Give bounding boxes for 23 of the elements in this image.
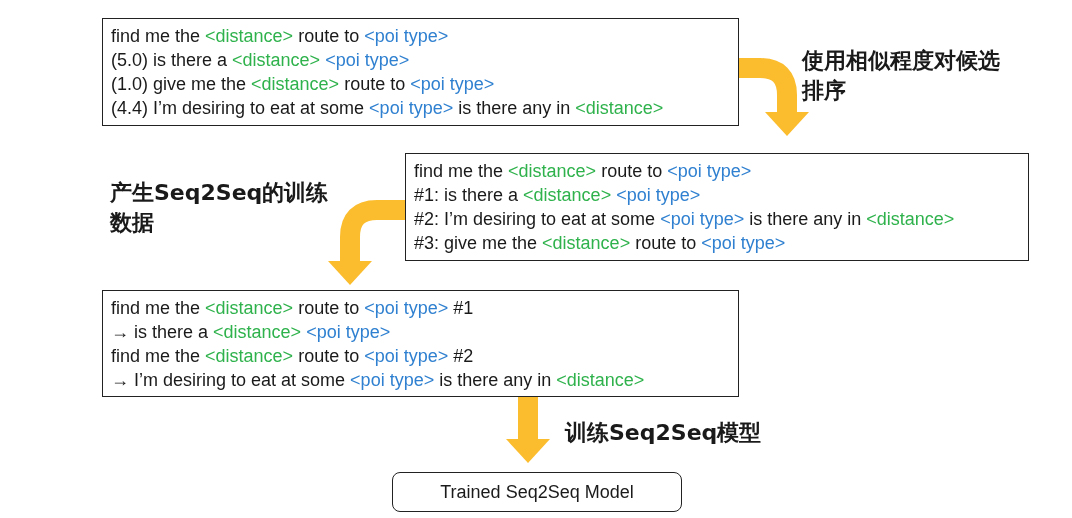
text-line: → I’m desiring to eat at some <poi type> is there any in <distance> [111, 368, 645, 392]
curved-arrow [506, 397, 550, 463]
text-line: find me the <distance> route to <poi type> #2 [111, 344, 474, 368]
edge-label: 训练Seq2Seq模型 [565, 419, 763, 447]
curved-arrow [739, 58, 809, 136]
text-line: find me the <distance> route to <poi type> #1 [111, 296, 474, 320]
text-box [405, 153, 1029, 261]
text-box [102, 290, 739, 397]
text-line: #3: give me the <distance> route to <poi type> [414, 232, 786, 255]
text-line: #2: I’m desiring to eat at some <poi type> is there any in <distance> [414, 208, 955, 231]
text-line: (4.4) I’m desiring to eat at some <poi type> is there any in <distance> [111, 97, 664, 120]
text-line: #1: is there a <distance> <poi type> [414, 184, 701, 207]
text-line: find me the <distance> route to <poi type> [414, 160, 752, 183]
text-line: (5.0) is there a <distance> <poi type> [111, 49, 410, 72]
model-box [392, 472, 682, 512]
text-box [102, 18, 739, 126]
text-line: find me the <distance> route to <poi type> [111, 25, 449, 48]
text-line: → is there a <distance> <poi type> [111, 320, 391, 344]
edge-label: 使用相似程度对候选排序 [802, 47, 1001, 105]
curved-arrow [328, 200, 405, 285]
text-line: Trained Seq2Seq Model [440, 481, 634, 504]
edge-label: 产生Seq2Seq的训练数据 [110, 179, 330, 237]
text-line: (1.0) give me the <distance> route to <poi type> [111, 73, 495, 96]
